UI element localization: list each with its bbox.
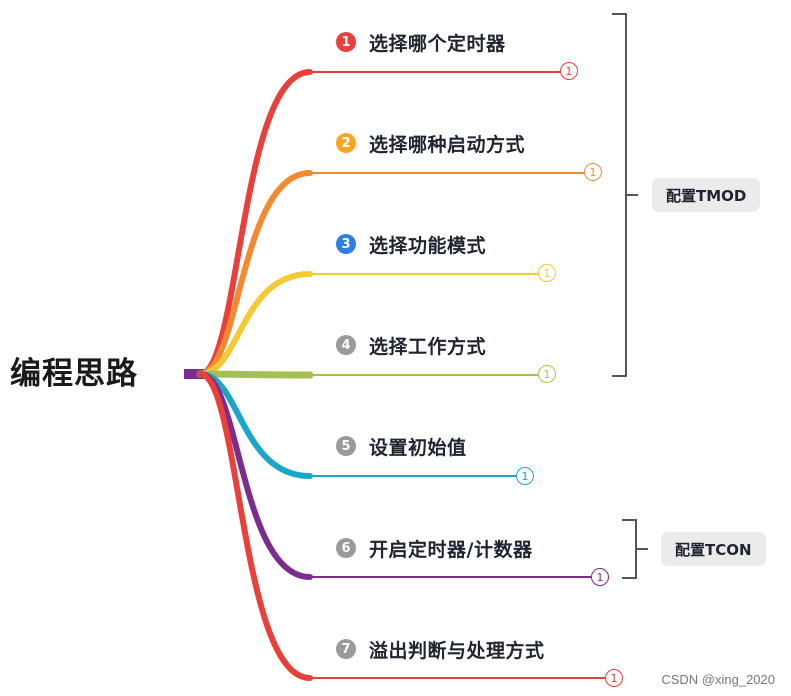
branch-label: 选择功能模式: [369, 234, 487, 257]
branch-label: 选择哪种启动方式: [369, 133, 526, 156]
step-number-badge: 7: [336, 639, 356, 659]
collapse-count-badge[interactable]: 1: [591, 568, 609, 586]
watermark: CSDN @xing_2020: [661, 672, 775, 687]
branch-label: 开启定时器/计数器: [369, 538, 533, 561]
root-connector-stub: [184, 369, 204, 379]
branch-curve: [197, 371, 313, 681]
branch-label: 溢出判断与处理方式: [369, 639, 545, 662]
branch-curve: [196, 370, 314, 379]
summary-tag-tmod[interactable]: 配置TMOD: [652, 178, 761, 212]
collapse-count-badge[interactable]: 1: [560, 62, 578, 80]
step-number-badge: 2: [336, 133, 356, 153]
summary-bracket-tmod: [612, 13, 638, 377]
branch-node-1: 1 选择哪个定时器: [336, 28, 506, 56]
branch-node-4: 4 选择工作方式: [336, 331, 486, 359]
step-number-badge: 5: [336, 436, 356, 456]
branch-label: 设置初始值: [369, 436, 467, 459]
collapse-count-badge[interactable]: 1: [538, 264, 556, 282]
branch-node-2: 2 选择哪种启动方式: [336, 129, 525, 157]
branch-node-3: 3 选择功能模式: [336, 230, 486, 258]
branch-node-6: 6 开启定时器/计数器: [336, 534, 532, 562]
branch-curve: [197, 69, 313, 377]
collapse-count-badge[interactable]: 1: [584, 163, 602, 181]
branch-node-7: 7 溢出判断与处理方式: [336, 635, 545, 663]
step-number-badge: 3: [336, 234, 356, 254]
branch-curve: [197, 271, 313, 377]
collapse-count-badge[interactable]: 1: [516, 467, 534, 485]
step-number-badge: 6: [336, 538, 356, 558]
collapse-count-badge[interactable]: 1: [605, 669, 623, 687]
branch-node-5: 5 设置初始值: [336, 432, 467, 460]
root-node-label: 编程思路: [10, 356, 138, 392]
summary-tag-tcon[interactable]: 配置TCON: [661, 532, 766, 566]
step-number-badge: 4: [336, 335, 356, 355]
summary-bracket-tcon: [622, 519, 648, 579]
collapse-count-badge[interactable]: 1: [538, 365, 556, 383]
branch-label: 选择哪个定时器: [369, 32, 506, 55]
step-number-badge: 1: [336, 32, 356, 52]
branch-curve: [197, 170, 313, 377]
branch-label: 选择工作方式: [369, 335, 487, 358]
